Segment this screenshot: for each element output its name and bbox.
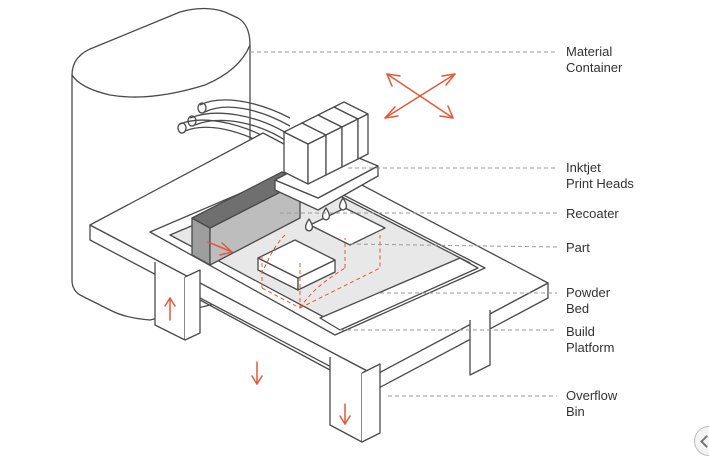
build-platform xyxy=(319,257,479,331)
label-build-platform: Build Platform xyxy=(566,324,614,356)
table-legs xyxy=(154,262,491,443)
label-line: Powder xyxy=(566,285,611,300)
recoater-direction-arrow xyxy=(207,241,233,256)
label-powder-bed: Powder Bed xyxy=(566,285,610,317)
label-overflow-bin: Overflow Bin xyxy=(566,388,617,420)
label-part: Part xyxy=(566,240,590,256)
recoater xyxy=(191,171,301,266)
label-print-heads: Inktjet Print Heads xyxy=(566,160,634,192)
xy-movement-arrows xyxy=(384,73,456,119)
label-line: Bed xyxy=(566,301,590,316)
label-line: Print Heads xyxy=(566,176,634,191)
bin-down-arrow xyxy=(339,403,351,425)
label-line: Inktjet xyxy=(566,160,601,175)
label-line: Recoater xyxy=(566,206,619,221)
platform-up-arrow xyxy=(164,297,176,321)
label-line: Platform xyxy=(566,340,615,355)
inkjet-print-heads xyxy=(283,101,369,185)
label-line: Overflow xyxy=(566,388,618,403)
label-material-container: Material Container xyxy=(566,44,622,76)
part xyxy=(257,239,336,291)
label-line: Build xyxy=(566,324,595,339)
part-outline xyxy=(261,234,381,309)
label-line: Part xyxy=(566,240,590,255)
leader-lines xyxy=(250,51,558,397)
platform-down-arrow xyxy=(251,361,263,385)
motion-arrows xyxy=(164,73,456,425)
label-line: Material xyxy=(566,44,613,59)
label-line: Bin xyxy=(566,404,585,419)
label-recoater: Recoater xyxy=(566,206,619,222)
ink-droplets xyxy=(304,197,348,232)
label-line: Container xyxy=(566,60,623,75)
